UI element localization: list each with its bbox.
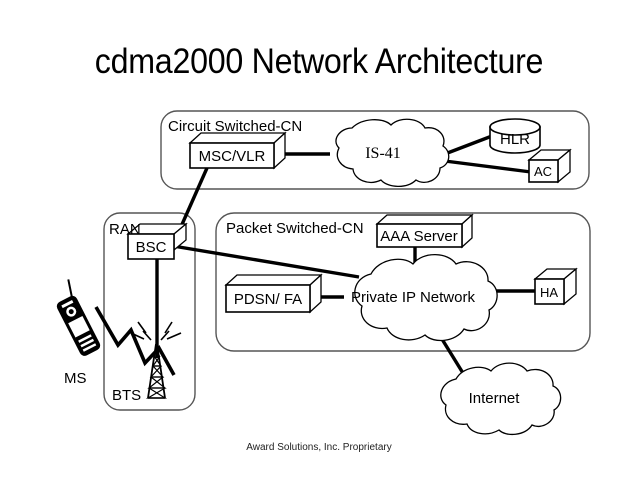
cloud-internet-label: Internet [469, 390, 521, 407]
rf-link-ms-bts [94, 306, 176, 376]
node-ha: HA [533, 267, 578, 306]
node-ha-label: HA [540, 285, 558, 300]
bts-tower-icon [130, 321, 182, 399]
cloud-is41: IS-41 [335, 118, 450, 188]
cloud-private-ip-label: Private IP Network [351, 289, 475, 306]
node-hlr-label: HLR [500, 131, 530, 148]
ms-handset-icon [56, 279, 101, 356]
cloud-is41-label: IS-41 [365, 145, 401, 162]
node-aaa-server: AAA Server [375, 213, 474, 249]
zone-ran-label: RAN [109, 221, 141, 238]
node-pdsn-fa: PDSN/ FA [224, 273, 323, 314]
link-is41-ac [436, 158, 532, 174]
node-ac: AC [527, 148, 572, 184]
page-title: cdma2000 Network Architecture [94, 42, 544, 81]
zone-circuit-switched-cn-label: Circuit Switched-CN [168, 118, 302, 135]
node-ac-label: AC [534, 164, 552, 179]
cloud-private-ip: Private IP Network [351, 253, 498, 342]
node-ms-label: MS [64, 370, 87, 387]
link-bsc-private-ip [172, 244, 360, 279]
node-bsc: BSC [126, 222, 188, 260]
node-bsc-label: BSC [136, 239, 167, 256]
zone-ran [103, 212, 196, 411]
node-aaa-server-label: AAA Server [380, 228, 458, 245]
zone-packet-switched-cn [215, 212, 591, 352]
cloud-internet: Internet [440, 362, 562, 436]
node-hlr: HLR [489, 118, 541, 154]
zone-circuit-switched-cn [160, 110, 590, 190]
node-msc-vlr-label: MSC/VLR [199, 148, 266, 165]
node-msc-vlr: MSC/VLR [188, 131, 287, 170]
zone-packet-switched-cn-label: Packet Switched-CN [226, 220, 364, 237]
node-pdsn-fa-label: PDSN/ FA [234, 291, 302, 308]
node-bts-label: BTS [112, 387, 141, 404]
footer-copyright: Award Solutions, Inc. Proprietary [246, 442, 392, 453]
